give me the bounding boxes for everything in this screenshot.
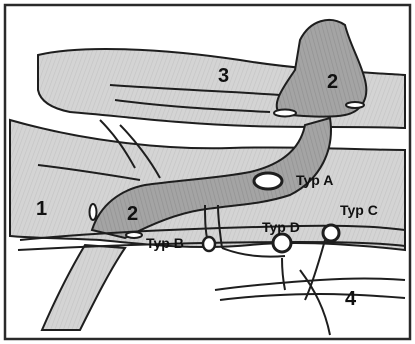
label-region-3: 3 (218, 65, 229, 87)
label-region-4: 4 (345, 288, 357, 310)
small-opening-right (346, 102, 364, 108)
label-typ-b: Typ B (146, 235, 184, 251)
typ-d-marker (273, 234, 291, 252)
small-opening-left-1 (90, 204, 97, 220)
typ-b-marker (203, 237, 215, 251)
label-region-2-left: 2 (127, 203, 138, 225)
small-opening-left-2 (126, 232, 142, 238)
typ-c-marker (323, 225, 339, 241)
small-opening-top (274, 110, 296, 117)
label-typ-d: Typ D (262, 219, 300, 235)
label-typ-a: Typ A (296, 172, 333, 188)
label-region-2-right: 2 (327, 71, 338, 93)
label-typ-c: Typ C (340, 202, 378, 218)
label-region-1: 1 (36, 198, 47, 220)
typ-a-marker (254, 173, 282, 189)
